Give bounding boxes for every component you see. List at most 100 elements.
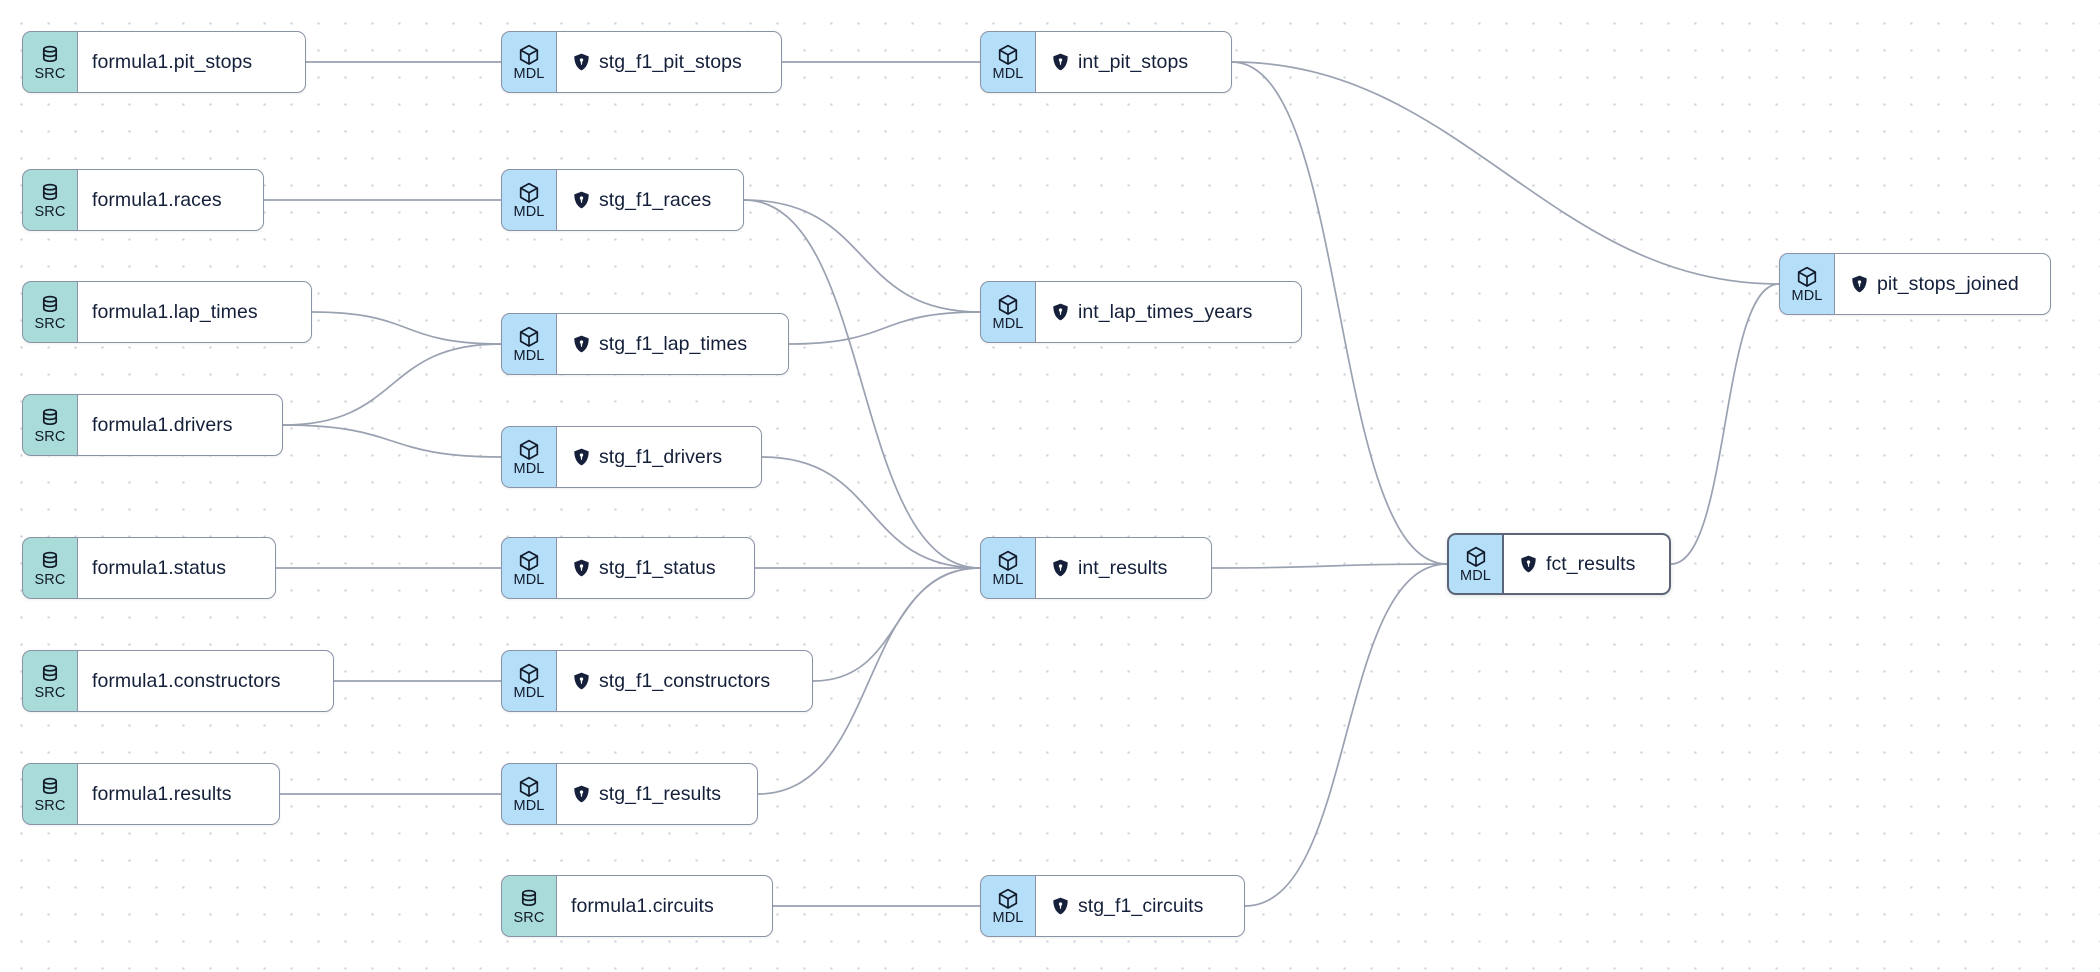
shield-keyhole-icon: [574, 672, 589, 690]
node-body[interactable]: formula1.lap_times: [77, 281, 312, 343]
node-label: stg_f1_pit_stops: [599, 51, 742, 73]
node-type-badge: MDL: [501, 537, 556, 599]
graph-node-src_constructors[interactable]: SRC formula1.constructors: [22, 650, 334, 712]
node-body[interactable]: fct_results: [1502, 533, 1671, 595]
shield-keyhole-icon: [1053, 897, 1068, 915]
graph-node-stg_constructors[interactable]: MDL stg_f1_constructors: [501, 650, 813, 712]
graph-node-stg_races[interactable]: MDL stg_f1_races: [501, 169, 744, 231]
node-body[interactable]: int_lap_times_years: [1035, 281, 1302, 343]
graph-node-src_status[interactable]: SRC formula1.status: [22, 537, 276, 599]
node-body[interactable]: formula1.circuits: [556, 875, 773, 937]
node-label: formula1.pit_stops: [92, 51, 253, 73]
node-type-badge: MDL: [980, 31, 1035, 93]
node-body[interactable]: stg_f1_races: [556, 169, 744, 231]
database-cylinder-icon: [42, 551, 58, 568]
edge-src_lap_times-to-stg_lap_times: [311, 311, 502, 345]
node-type-label: MDL: [992, 65, 1024, 82]
edge-fct_results-to-pit_stops_joined: [1670, 283, 1780, 565]
node-body[interactable]: int_results: [1035, 537, 1212, 599]
cube-icon: [519, 182, 539, 203]
graph-node-src_drivers[interactable]: SRC formula1.drivers: [22, 394, 283, 456]
node-type-label: MDL: [513, 460, 545, 477]
node-type-label: MDL: [513, 347, 545, 364]
node-body[interactable]: stg_f1_circuits: [1035, 875, 1245, 937]
node-type-label: SRC: [34, 571, 66, 588]
graph-node-int_pit_stops[interactable]: MDL int_pit_stops: [980, 31, 1232, 93]
node-body[interactable]: stg_f1_lap_times: [556, 313, 789, 375]
graph-node-stg_pit_stops[interactable]: MDL stg_f1_pit_stops: [501, 31, 782, 93]
node-label: formula1.results: [92, 783, 232, 805]
node-type-badge: SRC: [22, 537, 77, 599]
graph-node-fct_results[interactable]: MDL fct_results: [1447, 533, 1671, 595]
node-body[interactable]: stg_f1_results: [556, 763, 758, 825]
node-type-badge: SRC: [22, 31, 77, 93]
node-body[interactable]: int_pit_stops: [1035, 31, 1232, 93]
database-cylinder-icon: [521, 889, 537, 906]
node-type-badge: MDL: [501, 169, 556, 231]
edge-stg_races-to-int_lap_times_years: [743, 199, 981, 313]
node-label: formula1.races: [92, 189, 222, 211]
graph-node-int_lap_times_years[interactable]: MDL int_lap_times_years: [980, 281, 1302, 343]
node-type-badge: MDL: [980, 875, 1035, 937]
node-type-label: SRC: [34, 684, 66, 701]
node-body[interactable]: pit_stops_joined: [1834, 253, 2051, 315]
shield-keyhole-icon: [574, 785, 589, 803]
node-type-label: MDL: [1791, 287, 1823, 304]
node-label: formula1.status: [92, 557, 227, 579]
node-type-badge: MDL: [501, 763, 556, 825]
database-cylinder-icon: [42, 183, 58, 200]
node-body[interactable]: formula1.pit_stops: [77, 31, 306, 93]
shield-keyhole-icon: [1521, 555, 1536, 573]
node-body[interactable]: stg_f1_status: [556, 537, 755, 599]
node-type-badge: MDL: [1447, 533, 1502, 595]
node-type-label: SRC: [34, 315, 66, 332]
graph-node-pit_stops_joined[interactable]: MDL pit_stops_joined: [1779, 253, 2051, 315]
graph-node-stg_drivers[interactable]: MDL stg_f1_drivers: [501, 426, 762, 488]
graph-node-int_results[interactable]: MDL int_results: [980, 537, 1212, 599]
node-type-label: MDL: [992, 315, 1024, 332]
node-body[interactable]: formula1.results: [77, 763, 280, 825]
node-label: stg_f1_drivers: [599, 446, 723, 468]
node-body[interactable]: formula1.races: [77, 169, 264, 231]
node-body[interactable]: formula1.constructors: [77, 650, 334, 712]
node-label: fct_results: [1546, 553, 1636, 575]
cube-icon: [1797, 266, 1817, 287]
shield-keyhole-icon: [1053, 53, 1068, 71]
node-type-badge: MDL: [501, 313, 556, 375]
node-type-label: MDL: [1460, 567, 1491, 584]
graph-node-stg_lap_times[interactable]: MDL stg_f1_lap_times: [501, 313, 789, 375]
graph-node-src_lap_times[interactable]: SRC formula1.lap_times: [22, 281, 312, 343]
edge-int_pit_stops-to-pit_stops_joined: [1231, 61, 1780, 285]
database-cylinder-icon: [42, 408, 58, 425]
edge-stg_constructors-to-int_results: [812, 567, 981, 682]
shield-keyhole-icon: [574, 559, 589, 577]
shield-keyhole-icon: [1053, 303, 1068, 321]
node-type-label: SRC: [34, 428, 66, 445]
node-type-badge: SRC: [22, 650, 77, 712]
node-type-badge: MDL: [501, 426, 556, 488]
node-label: stg_f1_status: [599, 557, 716, 579]
graph-node-src_pit_stops[interactable]: SRC formula1.pit_stops: [22, 31, 306, 93]
graph-node-stg_results[interactable]: MDL stg_f1_results: [501, 763, 758, 825]
cube-icon: [519, 663, 539, 684]
edge-src_drivers-to-stg_drivers: [282, 424, 502, 458]
graph-node-stg_circuits[interactable]: MDL stg_f1_circuits: [980, 875, 1245, 937]
node-label: formula1.constructors: [92, 670, 281, 692]
node-body[interactable]: formula1.status: [77, 537, 276, 599]
node-type-badge: SRC: [22, 281, 77, 343]
node-label: stg_f1_circuits: [1078, 895, 1204, 917]
node-body[interactable]: formula1.drivers: [77, 394, 283, 456]
node-body[interactable]: stg_f1_drivers: [556, 426, 762, 488]
node-body[interactable]: stg_f1_constructors: [556, 650, 813, 712]
graph-node-stg_status[interactable]: MDL stg_f1_status: [501, 537, 755, 599]
shield-keyhole-icon: [1852, 275, 1867, 293]
node-label: pit_stops_joined: [1877, 273, 2019, 295]
node-body[interactable]: stg_f1_pit_stops: [556, 31, 782, 93]
edge-int_results-to-fct_results: [1211, 563, 1448, 569]
node-type-badge: MDL: [1779, 253, 1834, 315]
